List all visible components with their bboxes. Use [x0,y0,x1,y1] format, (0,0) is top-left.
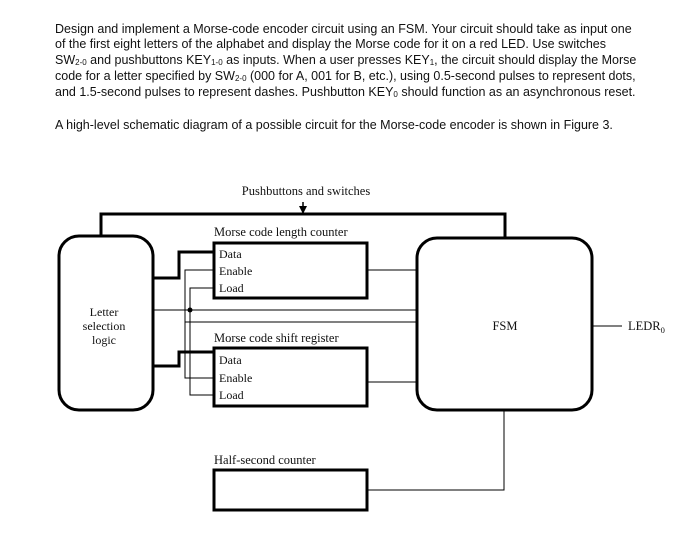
shift-port-enable: Enable [219,371,252,385]
subscript: 0 [393,90,398,100]
paragraph-line: Design and implement a Morse-code encode… [55,22,632,36]
text-fragment: and 1.5-second pulses to represent dashe… [55,85,394,100]
subscript: 2-0 [75,57,87,67]
shift-port-data: Data [219,353,242,367]
text-fragment: as inputs. When a user presses KEY [222,52,430,67]
length-load-wire [189,287,214,310]
subscript: 1 [429,57,435,67]
letter-logic-label-1: Letter [90,305,119,319]
text-fragment: should function as an asynchronous reset… [397,85,636,100]
letter-logic-label-3: logic [92,333,116,347]
input-arrowhead [299,206,307,214]
fsm-label: FSM [492,319,517,333]
output-label-subscript: 0 [661,325,665,335]
junction-dot [187,307,193,313]
figure-reference-paragraph: A high-level schematic diagram of a poss… [55,118,613,132]
thin-wires [153,269,622,491]
length-port-load: Load [219,281,244,295]
shift-enable-wire [184,322,214,379]
text-fragment: and pushbuttons KEY [86,52,212,67]
paragraph-line: and 1.5-second pulses to represent dashe… [55,85,685,101]
shift-register-block [212,346,369,408]
letter-selection-logic-block [57,234,155,412]
length-port-enable: Enable [219,264,252,278]
shift-port-load: Load [219,388,244,402]
text-fragment: code for a letter specified by SW [55,68,235,83]
letter-to-shift-data-wire [153,350,214,368]
letter-logic-label-2: selection [83,319,126,333]
paragraph-line: of the first eight letters of the alphab… [55,37,606,52]
fsm-to-half-second-wire [367,410,505,491]
problem-paragraph: Design and implement a Morse-code encode… [55,22,685,101]
length-enable-wire [184,269,214,322]
length-counter-title: Morse code length counter [214,225,348,239]
subscript: 1-0 [211,57,223,67]
fsm-block [415,236,594,412]
output-label: LEDR0 [628,319,665,335]
input-label: Pushbuttons and switches [242,184,371,198]
subscript: 2-0 [234,73,247,83]
paragraph-line: SW2-0 and pushbuttons KEY1-0 as inputs. … [55,53,685,69]
letter-to-length-data-wire [153,250,214,280]
paragraph-line: code for a letter specified by SW2-0 (00… [55,69,685,85]
length-port-data: Data [219,247,242,261]
text-fragment: SW [55,52,76,67]
half-second-counter-block [212,468,369,512]
shift-register-title: Morse code shift register [214,331,339,345]
length-counter-block [212,241,369,300]
text-fragment: (000 for A, 001 for B, etc.), using 0.5-… [246,68,636,83]
text-fragment: , the circuit should display the Morse [434,52,637,67]
output-label-text: LEDR [628,319,661,333]
shift-load-wire [189,310,214,396]
half-second-counter-title: Half-second counter [214,453,317,467]
